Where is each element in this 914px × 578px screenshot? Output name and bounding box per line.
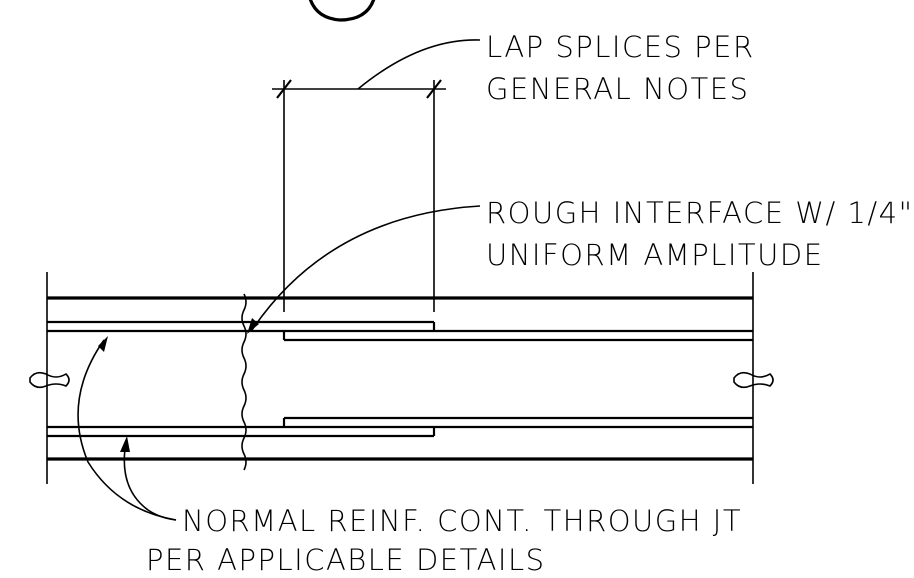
normal-reinf-note-line2: PER APPLICABLE DETAILS [146, 543, 546, 577]
lap-splices-leader [357, 39, 481, 90]
normal-reinf-arrowhead-top[interactable] [98, 336, 108, 352]
right-break-symbol [733, 371, 774, 389]
left-break-symbol [29, 371, 70, 389]
rough-interface-note-line2: UNIFORM AMPLITUDE [486, 238, 824, 272]
lap-splices-note-line2: GENERAL NOTES [486, 72, 749, 106]
rough-interface-note-line1: ROUGH INTERFACE W/ 1/4" [486, 196, 913, 230]
lap-splices-note-line1: LAP SPLICES PER [486, 30, 755, 64]
normal-reinf-leader-top [77, 339, 177, 521]
normal-reinf-arrowhead-bottom[interactable] [120, 436, 130, 452]
lap-dim-tick-right [426, 79, 442, 99]
rough-interface-leader [251, 205, 481, 331]
normal-reinf-note-line1: NORMAL REINF. CONT. THROUGH JT [182, 504, 742, 538]
normal-reinf-leader-bottom [123, 441, 177, 521]
rough-interface-arrowhead[interactable] [247, 318, 259, 334]
lap-dim-tick-left [276, 79, 292, 99]
section-bubble [308, 0, 376, 22]
rough-interface-line [241, 293, 247, 471]
